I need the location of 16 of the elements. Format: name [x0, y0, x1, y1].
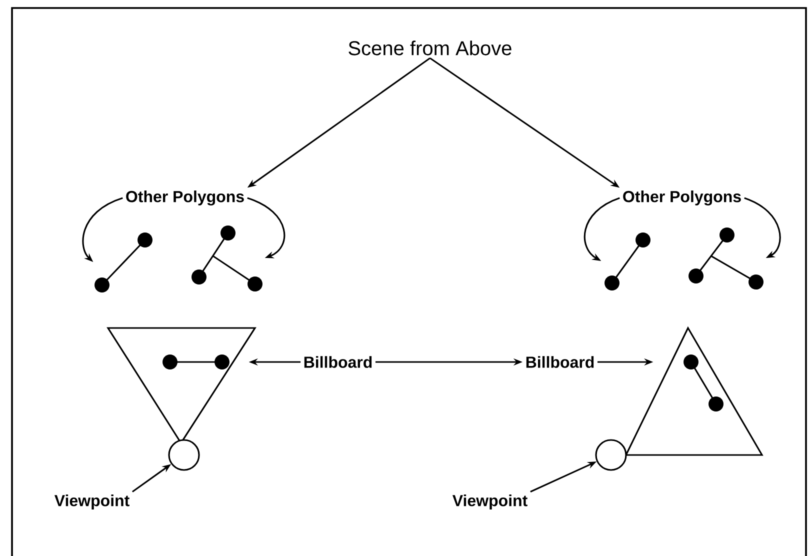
- polygon-drawing: [688, 228, 764, 290]
- label: Other Polygons: [623, 190, 741, 206]
- label: Viewpoint: [452, 494, 528, 510]
- curved-arrow: [584, 197, 620, 261]
- heading: Scene from Above: [348, 40, 512, 56]
- viewpoint-circle: [168, 439, 200, 471]
- viewpoint-circle: [595, 439, 627, 471]
- label: Viewpoint: [54, 494, 130, 510]
- label: Billboard: [304, 356, 372, 368]
- polygon-drawing: [604, 232, 650, 290]
- label: Billboard: [526, 356, 594, 368]
- label: Other Polygons: [126, 190, 244, 206]
- polygon-drawing: [192, 226, 262, 292]
- curved-arrow: [247, 197, 286, 258]
- curved-arrow: [744, 197, 781, 258]
- polygon-drawing: [94, 232, 152, 292]
